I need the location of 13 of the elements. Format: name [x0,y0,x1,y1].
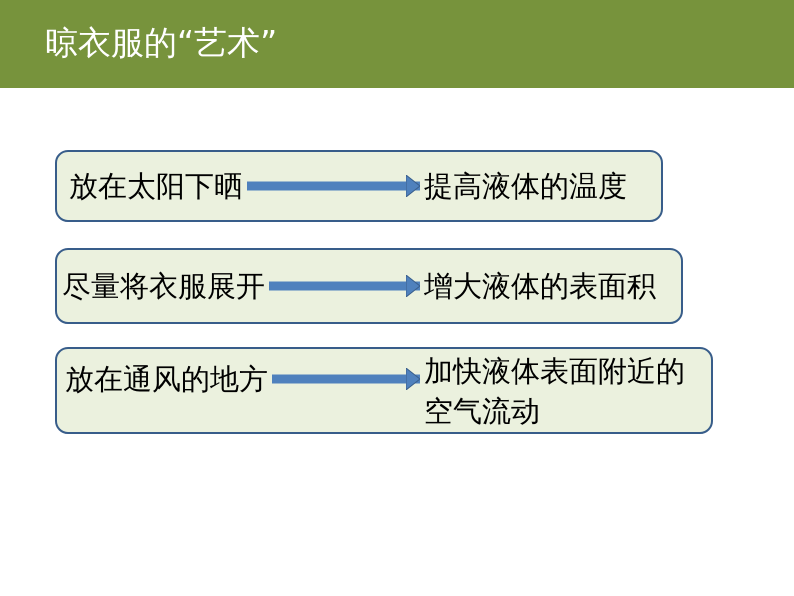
action-text: 放在太阳下晒 [69,166,243,206]
arrow [247,174,420,198]
arrow [269,274,420,298]
rounded-box [55,347,713,434]
title: 晾衣服的“艺术” [45,22,278,64]
effect-text: 提高液体的温度 [424,166,627,206]
rounded-box [55,248,683,324]
action-text: 尽量将衣服展开 [62,266,265,306]
rounded-box [55,150,663,222]
effect-text: 加快液体表面附近的空气流动 [424,351,709,431]
action-text: 放在通风的地方 [65,359,268,399]
effect-text: 增大液体的表面积 [424,266,656,306]
arrow [272,368,420,390]
